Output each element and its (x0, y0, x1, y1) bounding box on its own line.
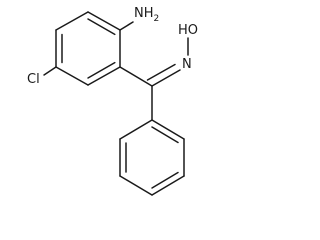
amine-label-subscript: 2 (154, 14, 160, 24)
atom-labels: NH2 Cl N HO (27, 6, 198, 87)
aniline-ring (55, 11, 121, 86)
bond-ring1-c1-c2 (87, 11, 121, 31)
chemical-structure-diagram: NH2 Cl N HO (27, 6, 198, 196)
bond-ring1-c4-c5 (55, 66, 89, 86)
bond-ring2-c6-c1 (119, 119, 153, 140)
amine-label-main: NH (134, 6, 154, 21)
bond-ring2-c1-c2 (151, 119, 185, 140)
chlorine-label: Cl (27, 72, 40, 87)
substituent-bonds (43, 21, 189, 121)
bond-ring-to-oxime-carbon (119, 66, 153, 87)
bond-ring-to-amine (119, 21, 134, 31)
bond-oxime-carbon-nitrogen-outer (151, 69, 181, 87)
bond-ring1-inner-c5-c6 (87, 61, 116, 79)
bond-ring1-inner-c1-c2 (87, 18, 116, 36)
bond-ring2-inner-c3-c4 (151, 171, 179, 189)
bond-ring-to-chlorine (43, 66, 57, 76)
phenyl-ring (119, 119, 185, 196)
oxime-hydroxyl-label: HO (178, 23, 198, 38)
bond-ring2-c4-c5 (119, 175, 153, 196)
bond-ring1-c2-c3 (55, 11, 89, 31)
bond-ring2-c3-c4 (151, 175, 185, 196)
amine-label: NH2 (134, 6, 159, 24)
bond-ring2-inner-c1-c2 (151, 126, 179, 144)
bond-oxime-carbon-nitrogen-inner (146, 63, 176, 81)
oxime-nitrogen-label: N (182, 57, 192, 72)
bond-ring1-c5-c6 (87, 66, 121, 86)
